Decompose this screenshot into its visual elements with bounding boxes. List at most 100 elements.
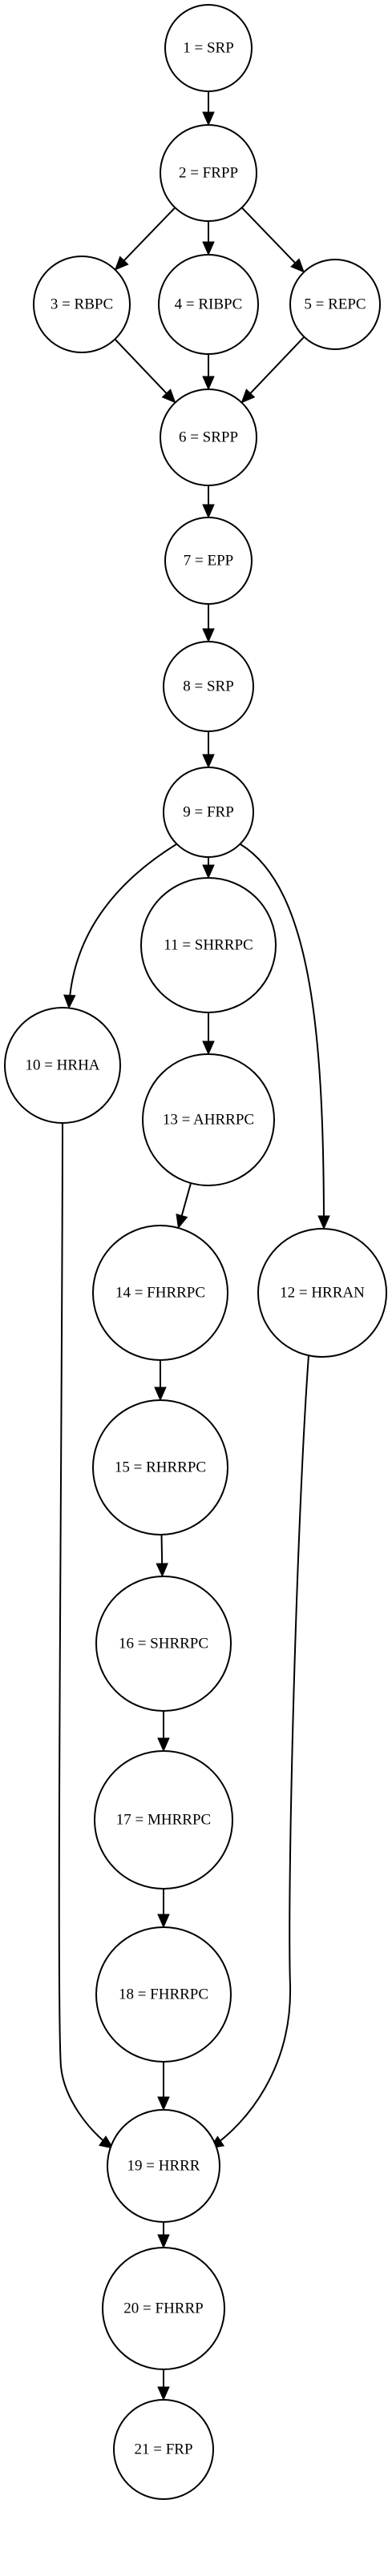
edge-9-to-12: [240, 843, 330, 1230]
edge-arrowhead: [176, 1214, 188, 1230]
edge-arrowhead: [202, 111, 215, 127]
node-2: 2 = FRPP: [160, 124, 257, 222]
edge-5-to-6: [240, 336, 305, 404]
node-circle: [95, 1576, 232, 1712]
edge-3-to-6: [114, 338, 176, 404]
node-13: 13 = AHRRPC: [142, 1053, 275, 1186]
node-3: 3 = RBPC: [33, 256, 131, 353]
node-label: 9 = FRP: [183, 804, 234, 821]
edge-9-to-10: [63, 843, 177, 1009]
edge-10-to-19: [58, 1122, 115, 2149]
edge-arrowhead: [157, 1914, 170, 1929]
edge-arrowhead: [202, 864, 215, 879]
node-label: 16 = SHRRPC: [119, 1636, 208, 1652]
edge-arrowhead: [202, 1040, 215, 1056]
edge-1-to-2: [202, 91, 215, 127]
edge-arrowhead: [63, 994, 76, 1009]
edge-8-to-9: [202, 731, 215, 769]
edge-arrowhead: [202, 628, 215, 643]
edge-2-to-5: [240, 207, 305, 273]
node-19: 19 = HRRR: [107, 2109, 220, 2223]
edge-20-to-21: [157, 2369, 170, 2401]
node-circle: [140, 877, 277, 1013]
node-circle: [164, 517, 253, 605]
edge-line: [160, 1534, 164, 1566]
edge-arrowhead: [157, 2234, 170, 2249]
node-10: 10 = HRHA: [4, 1007, 121, 1124]
node-12: 12 = HRRAN: [257, 1228, 387, 1358]
edge-2-to-3: [114, 207, 176, 271]
edge-arrowhead: [290, 258, 305, 273]
edge-arrowhead: [99, 2135, 115, 2149]
node-label: 10 = HRHA: [25, 1057, 99, 1074]
node-11: 11 = SHRRPC: [140, 877, 277, 1013]
node-14: 14 = FHRRPC: [92, 1225, 228, 1361]
edge-arrowhead: [157, 2096, 170, 2111]
node-21: 21 = FRP: [113, 2399, 214, 2500]
edge-arrowhead: [154, 1387, 167, 1402]
edge-arrowhead: [202, 376, 215, 391]
edge-17-to-18: [157, 1889, 170, 1929]
node-label: 8 = SRP: [183, 678, 234, 695]
edge-line: [122, 207, 176, 263]
node-4: 4 = RIBPC: [158, 254, 259, 355]
node-circle: [160, 388, 257, 486]
edge-13-to-14: [176, 1182, 192, 1230]
node-7: 7 = EPP: [164, 517, 253, 605]
edge-line: [180, 1182, 192, 1218]
node-6: 6 = SRPP: [160, 388, 257, 486]
edge-arrowhead: [156, 1563, 168, 1578]
node-18: 18 = FHRRPC: [95, 1926, 232, 2063]
node-1: 1 = SRP: [164, 4, 253, 92]
edge-18-to-19: [157, 2062, 170, 2111]
node-circle: [4, 1007, 121, 1124]
node-16: 16 = SHRRPC: [95, 1576, 232, 1712]
node-label: 19 = HRRR: [127, 2158, 200, 2175]
node-label: 2 = FRPP: [179, 165, 238, 182]
node-circle: [142, 1053, 275, 1186]
node-label: 15 = RHRRPC: [115, 1459, 206, 1476]
node-circle: [113, 2399, 214, 2500]
edge-arrowhead: [202, 241, 215, 256]
node-label: 13 = AHRRPC: [163, 1112, 254, 1129]
node-label: 1 = SRP: [183, 40, 234, 57]
node-label: 4 = RIBPC: [175, 296, 243, 313]
edge-14-to-15: [154, 1360, 167, 1402]
node-label: 14 = FHRRPC: [115, 1285, 205, 1302]
node-circle: [163, 767, 254, 858]
node-20: 20 = FHRRP: [102, 2247, 225, 2370]
edge-6-to-7: [202, 485, 215, 519]
edge-arrowhead: [202, 504, 215, 519]
node-17: 17 = MHRRPC: [94, 1750, 233, 1890]
edge-2-to-4: [202, 221, 215, 256]
edge-line: [58, 1122, 114, 2149]
nodes-layer: 1 = SRP 2 = FRPP 3 = RBPC 4 = RIBPC 5 = REPC…: [4, 4, 387, 2500]
edge-arrowhead: [240, 388, 256, 404]
edge-line: [249, 336, 305, 396]
node-label: 5 = REPC: [304, 296, 366, 313]
edge-line: [240, 843, 325, 1230]
edge-4-to-6: [202, 354, 215, 391]
node-15: 15 = RHRRPC: [92, 1399, 228, 1536]
node-label: 3 = RBPC: [51, 296, 113, 313]
node-circle: [33, 256, 131, 353]
node-circle: [257, 1228, 387, 1358]
node-circle: [107, 2109, 220, 2223]
node-circle: [289, 259, 381, 350]
node-label: 18 = FHRRPC: [119, 1986, 208, 2003]
node-label: 12 = HRRAN: [280, 1285, 365, 1302]
node-label: 11 = SHRRPC: [164, 937, 253, 954]
edge-19-to-20: [157, 2222, 170, 2249]
edge-arrowhead: [157, 2386, 170, 2401]
node-circle: [92, 1399, 228, 1536]
node-circle: [158, 254, 259, 355]
edges-layer: [58, 91, 330, 2401]
edge-11-to-13: [202, 1012, 215, 1056]
node-label: 7 = EPP: [184, 553, 233, 570]
node-circle: [95, 1926, 232, 2063]
edge-15-to-16: [156, 1534, 168, 1578]
edge-line: [68, 843, 177, 1008]
edge-9-to-11: [202, 857, 215, 879]
edge-line: [114, 338, 168, 396]
